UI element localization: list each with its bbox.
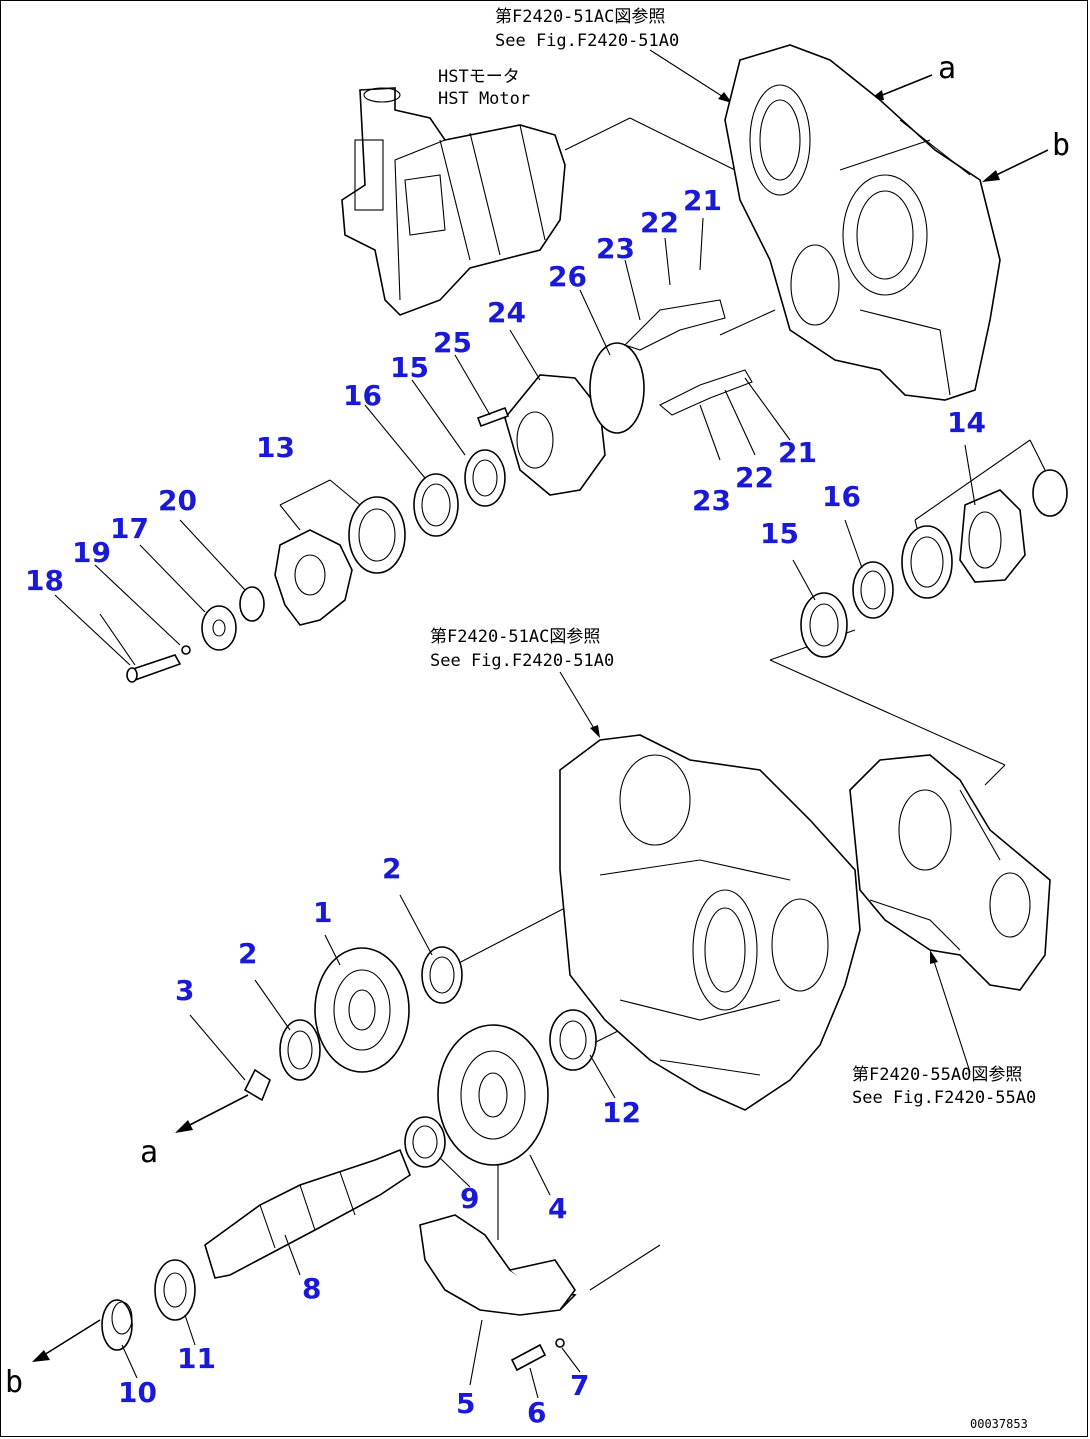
callout-16-lower: 16 — [822, 480, 861, 513]
callout-12: 12 — [602, 1096, 641, 1129]
callout-13: 13 — [256, 431, 295, 464]
callout-23-upper: 23 — [596, 232, 635, 265]
arrow-label-b-top: b — [1052, 128, 1070, 163]
right-ref-jp: 第F2420-55A0図参照 — [852, 1065, 1022, 1085]
right-cover — [849, 754, 1051, 991]
middle-housing — [559, 734, 861, 1111]
arrow-label-b-bottom: b — [5, 1365, 23, 1400]
motor-label-jp: HSTモータ — [438, 67, 520, 87]
callout-15-lower: 15 — [760, 517, 799, 550]
callout-22-upper: 22 — [640, 206, 679, 239]
mid-ref-en: See Fig.F2420-51A0 — [430, 651, 614, 671]
callout-6: 6 — [527, 1396, 546, 1429]
callouts: 21 22 23 26 24 25 15 16 13 20 17 19 18 2… — [25, 184, 986, 1429]
callout-21-upper: 21 — [683, 184, 722, 217]
callout-17: 17 — [110, 512, 149, 545]
callout-1: 1 — [313, 896, 332, 929]
upper-parts — [126, 299, 753, 683]
top-ref-jp: 第F2420-51AC図参照 — [495, 7, 665, 27]
arrow-label-a-top: a — [938, 51, 956, 86]
callout-2-lower: 2 — [238, 937, 257, 970]
callout-23-lower: 23 — [692, 484, 731, 517]
callout-16-upper: 16 — [343, 379, 382, 412]
callout-leaders — [54, 217, 976, 1399]
callout-21-lower: 21 — [778, 436, 817, 469]
callout-3: 3 — [175, 974, 194, 1007]
right-ref-en: See Fig.F2420-55A0 — [852, 1088, 1036, 1108]
callout-4: 4 — [548, 1192, 567, 1225]
callout-15-upper: 15 — [390, 351, 429, 384]
callout-22-lower: 22 — [735, 461, 774, 494]
top-ref-en: See Fig.F2420-51A0 — [495, 31, 679, 51]
arrow-label-a-bottom: a — [140, 1135, 158, 1170]
callout-26: 26 — [548, 260, 587, 293]
arrows — [32, 49, 1049, 1362]
callout-14: 14 — [947, 406, 986, 439]
callout-9: 9 — [460, 1182, 479, 1215]
callout-20: 20 — [158, 484, 197, 517]
callout-8: 8 — [302, 1272, 321, 1305]
lower-parts — [101, 946, 597, 1372]
callout-24: 24 — [487, 296, 526, 329]
callout-2-upper: 2 — [382, 852, 401, 885]
callout-10: 10 — [118, 1376, 157, 1409]
right-upper-parts — [800, 469, 1068, 658]
mid-ref-jp: 第F2420-51AC図参照 — [430, 627, 600, 647]
top-housing — [724, 44, 1001, 401]
callout-11: 11 — [177, 1342, 216, 1375]
callout-5: 5 — [456, 1387, 475, 1420]
motor-label-en: HST Motor — [438, 89, 530, 109]
hst-motor — [341, 87, 566, 316]
drawing-code: 00037853 — [970, 1417, 1028, 1431]
callout-7: 7 — [570, 1369, 589, 1402]
callout-19: 19 — [72, 536, 111, 569]
callout-25: 25 — [433, 326, 472, 359]
callout-18: 18 — [25, 564, 64, 597]
